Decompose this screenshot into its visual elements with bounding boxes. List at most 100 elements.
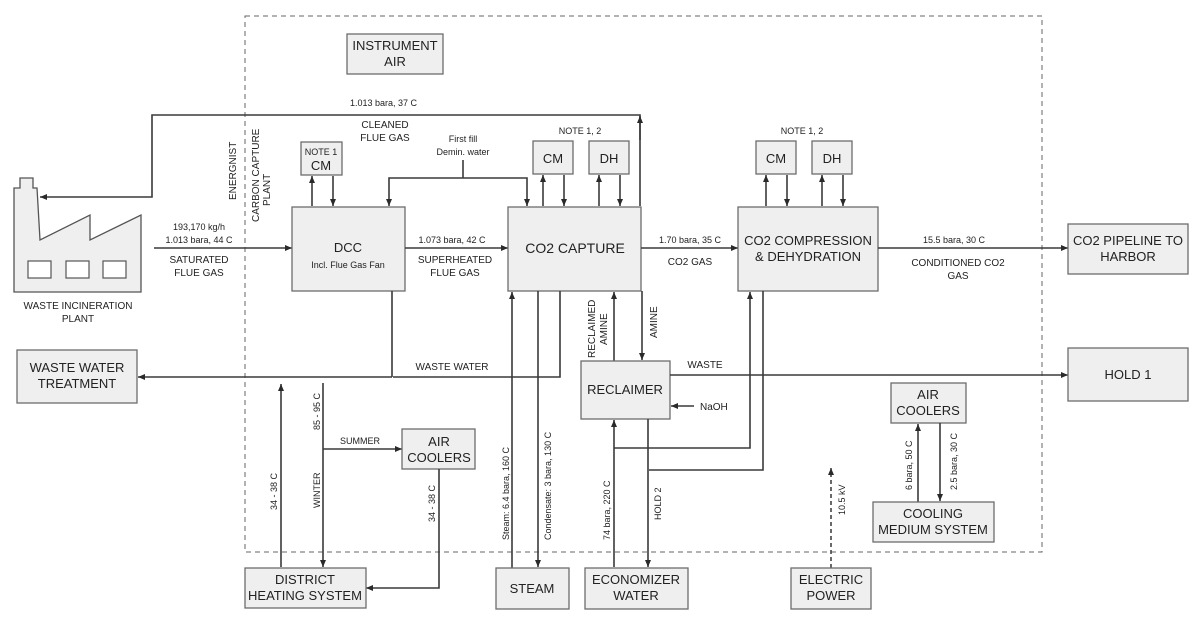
instrument-air-label-2: AIR <box>384 54 406 69</box>
dcc-block[interactable]: DCC Incl. Flue Gas Fan <box>291 206 406 292</box>
air-coolers-dh-block[interactable]: AIR COOLERS <box>401 428 476 470</box>
conditioned-conditions: 15.5 bara, 30 C <box>923 235 986 245</box>
instrument-air-label-1: INSTRUMENT <box>352 38 437 53</box>
instrument-air-block[interactable]: INSTRUMENT AIR <box>346 33 444 75</box>
electric-label: 10.5 kV <box>837 484 847 515</box>
reclaimed-amine-label-1: RECLAIMED <box>587 300 598 358</box>
hold1-label: HOLD 1 <box>1105 367 1152 382</box>
capture-waste-water-line <box>393 291 561 378</box>
compression-dh-label: DH <box>823 151 842 166</box>
saturated-flow-rate: 193,170 kg/h <box>173 222 225 232</box>
compression-cm-block[interactable]: CM <box>755 140 797 175</box>
cooling-medium-block[interactable]: COOLING MEDIUM SYSTEM <box>872 501 995 543</box>
capture-dh-block[interactable]: DH <box>588 140 630 175</box>
dcc-cm-note: NOTE 1 <box>305 147 338 157</box>
superheated-label-2: FLUE GAS <box>430 268 480 279</box>
capture-cm-block[interactable]: CM <box>532 140 574 175</box>
waste-water-label: WASTE WATER <box>416 362 489 373</box>
waste-incineration-label-1: WASTE INCINERATION <box>24 301 133 312</box>
carbon-capture-label-line1: CARBON CAPTURE <box>251 128 262 222</box>
demin-water-to-capture-line <box>463 177 530 206</box>
naoh-label: NaOH <box>700 402 728 413</box>
air-coolers-cm-block[interactable]: AIR COOLERS <box>890 382 967 424</box>
waste-incineration-label-2: PLANT <box>62 314 94 325</box>
co2-capture-block[interactable]: CO2 CAPTURE <box>507 206 642 292</box>
cooling-medium-label-2: MEDIUM SYSTEM <box>878 522 988 537</box>
capture-note: NOTE 1, 2 <box>559 126 602 136</box>
co2-compression-block[interactable]: CO2 COMPRESSION & DEHYDRATION <box>737 206 879 292</box>
dcc-label: DCC <box>334 240 362 255</box>
reclaimer-block[interactable]: RECLAIMER <box>580 360 671 420</box>
condensate-label: Condensate: 3 bara, 130 C <box>543 431 553 540</box>
electric-power-label-1: ELECTRIC <box>799 572 863 587</box>
cm-return-label: 2.5 bara, 30 C <box>949 432 959 490</box>
air-cooler-return-label: 34 - 38 C <box>427 484 437 522</box>
economizer-to-compression-line <box>614 292 753 449</box>
factory-window-2 <box>65 260 90 279</box>
co2-gas-label: CO2 GAS <box>668 257 713 268</box>
pipeline-label-2: HARBOR <box>1100 249 1156 264</box>
economizer-label-2: WATER <box>613 588 659 603</box>
electric-power-block[interactable]: ELECTRIC POWER <box>790 567 872 610</box>
reclaimed-amine-label-2: AMINE <box>599 313 610 345</box>
dh-return-label: 34 - 38 C <box>269 472 279 510</box>
conditioned-label-2: GAS <box>947 271 968 282</box>
factory-window-3 <box>102 260 127 279</box>
capture-dh-label: DH <box>600 151 619 166</box>
compression-label-1: CO2 COMPRESSION <box>744 233 872 248</box>
co2-gas-conditions: 1.70 bara, 35 C <box>659 235 722 245</box>
co2-pipeline-block[interactable]: CO2 PIPELINE TO HARBOR <box>1067 223 1189 275</box>
carbon-capture-plant-boundary <box>244 15 1043 553</box>
hold1-block[interactable]: HOLD 1 <box>1067 347 1189 402</box>
saturated-conditions: 1.013 bara, 44 C <box>165 235 233 245</box>
dcc-sublabel: Incl. Flue Gas Fan <box>311 260 385 270</box>
demin-water-to-dcc-line <box>386 177 463 206</box>
steam-label: STEAM <box>510 581 555 596</box>
first-fill-label-2: Demin. water <box>436 147 489 157</box>
saturated-flue-gas-label-2: FLUE GAS <box>174 268 224 279</box>
wwt-label-2: TREATMENT <box>38 376 117 391</box>
conditioned-label-1: CONDITIONED CO2 <box>911 258 1005 269</box>
dh-supply-label: 85 - 95 C <box>312 392 322 430</box>
waste-water-treatment-block[interactable]: WASTE WATER TREATMENT <box>16 349 138 404</box>
air-coolers-cm-label-2: COOLERS <box>896 403 960 418</box>
hold2-label: HOLD 2 <box>653 487 663 520</box>
air-cooler-return-line <box>366 469 440 591</box>
district-heating-label-1: DISTRICT <box>275 572 335 587</box>
district-heating-block[interactable]: DISTRICT HEATING SYSTEM <box>244 567 367 609</box>
air-coolers-cm-label-1: AIR <box>917 387 939 402</box>
economizer-label-1: ECONOMIZER <box>592 572 680 587</box>
summer-label: SUMMER <box>340 436 380 446</box>
economizer-block[interactable]: ECONOMIZER WATER <box>584 567 689 610</box>
compression-to-hold2-line <box>649 291 764 471</box>
cleaned-flue-gas-label-2: FLUE GAS <box>360 133 410 144</box>
winter-label: WINTER <box>312 472 322 508</box>
steam-block[interactable]: STEAM <box>495 567 570 610</box>
waste-label: WASTE <box>687 360 723 371</box>
energnist-label: ENERGNIST <box>228 142 239 200</box>
cooling-medium-label-1: COOLING <box>903 506 963 521</box>
pipeline-label-1: CO2 PIPELINE TO <box>1073 233 1183 248</box>
compression-note: NOTE 1, 2 <box>781 126 824 136</box>
cleaned-flue-gas-line <box>40 114 641 206</box>
factory-window-1 <box>27 260 52 279</box>
compression-dh-block[interactable]: DH <box>811 140 853 175</box>
reclaimer-label: RECLAIMER <box>587 382 663 397</box>
dcc-cm-block[interactable]: NOTE 1 CM <box>300 141 343 176</box>
cleaned-flue-gas-conditions: 1.013 bara, 37 C <box>350 98 418 108</box>
carbon-capture-label-line2: PLANT <box>262 174 273 206</box>
co2-capture-label: CO2 CAPTURE <box>525 240 625 256</box>
cm-supply-label: 6 bara, 50 C <box>904 440 914 490</box>
dcc-cm-label: CM <box>311 158 331 173</box>
economizer-supply-label: 74 bara, 220 C <box>602 480 612 540</box>
saturated-flue-gas-label-1: SATURATED <box>169 255 228 266</box>
wwt-label-1: WASTE WATER <box>30 360 125 375</box>
waste-incineration-plant: WASTE INCINERATION PLANT <box>13 177 142 325</box>
compression-cm-label: CM <box>766 151 786 166</box>
superheated-label-1: SUPERHEATED <box>418 255 492 266</box>
capture-cm-label: CM <box>543 151 563 166</box>
compression-label-2: & DEHYDRATION <box>755 249 861 264</box>
electric-power-label-2: POWER <box>806 588 855 603</box>
first-fill-label-1: First fill <box>449 134 478 144</box>
